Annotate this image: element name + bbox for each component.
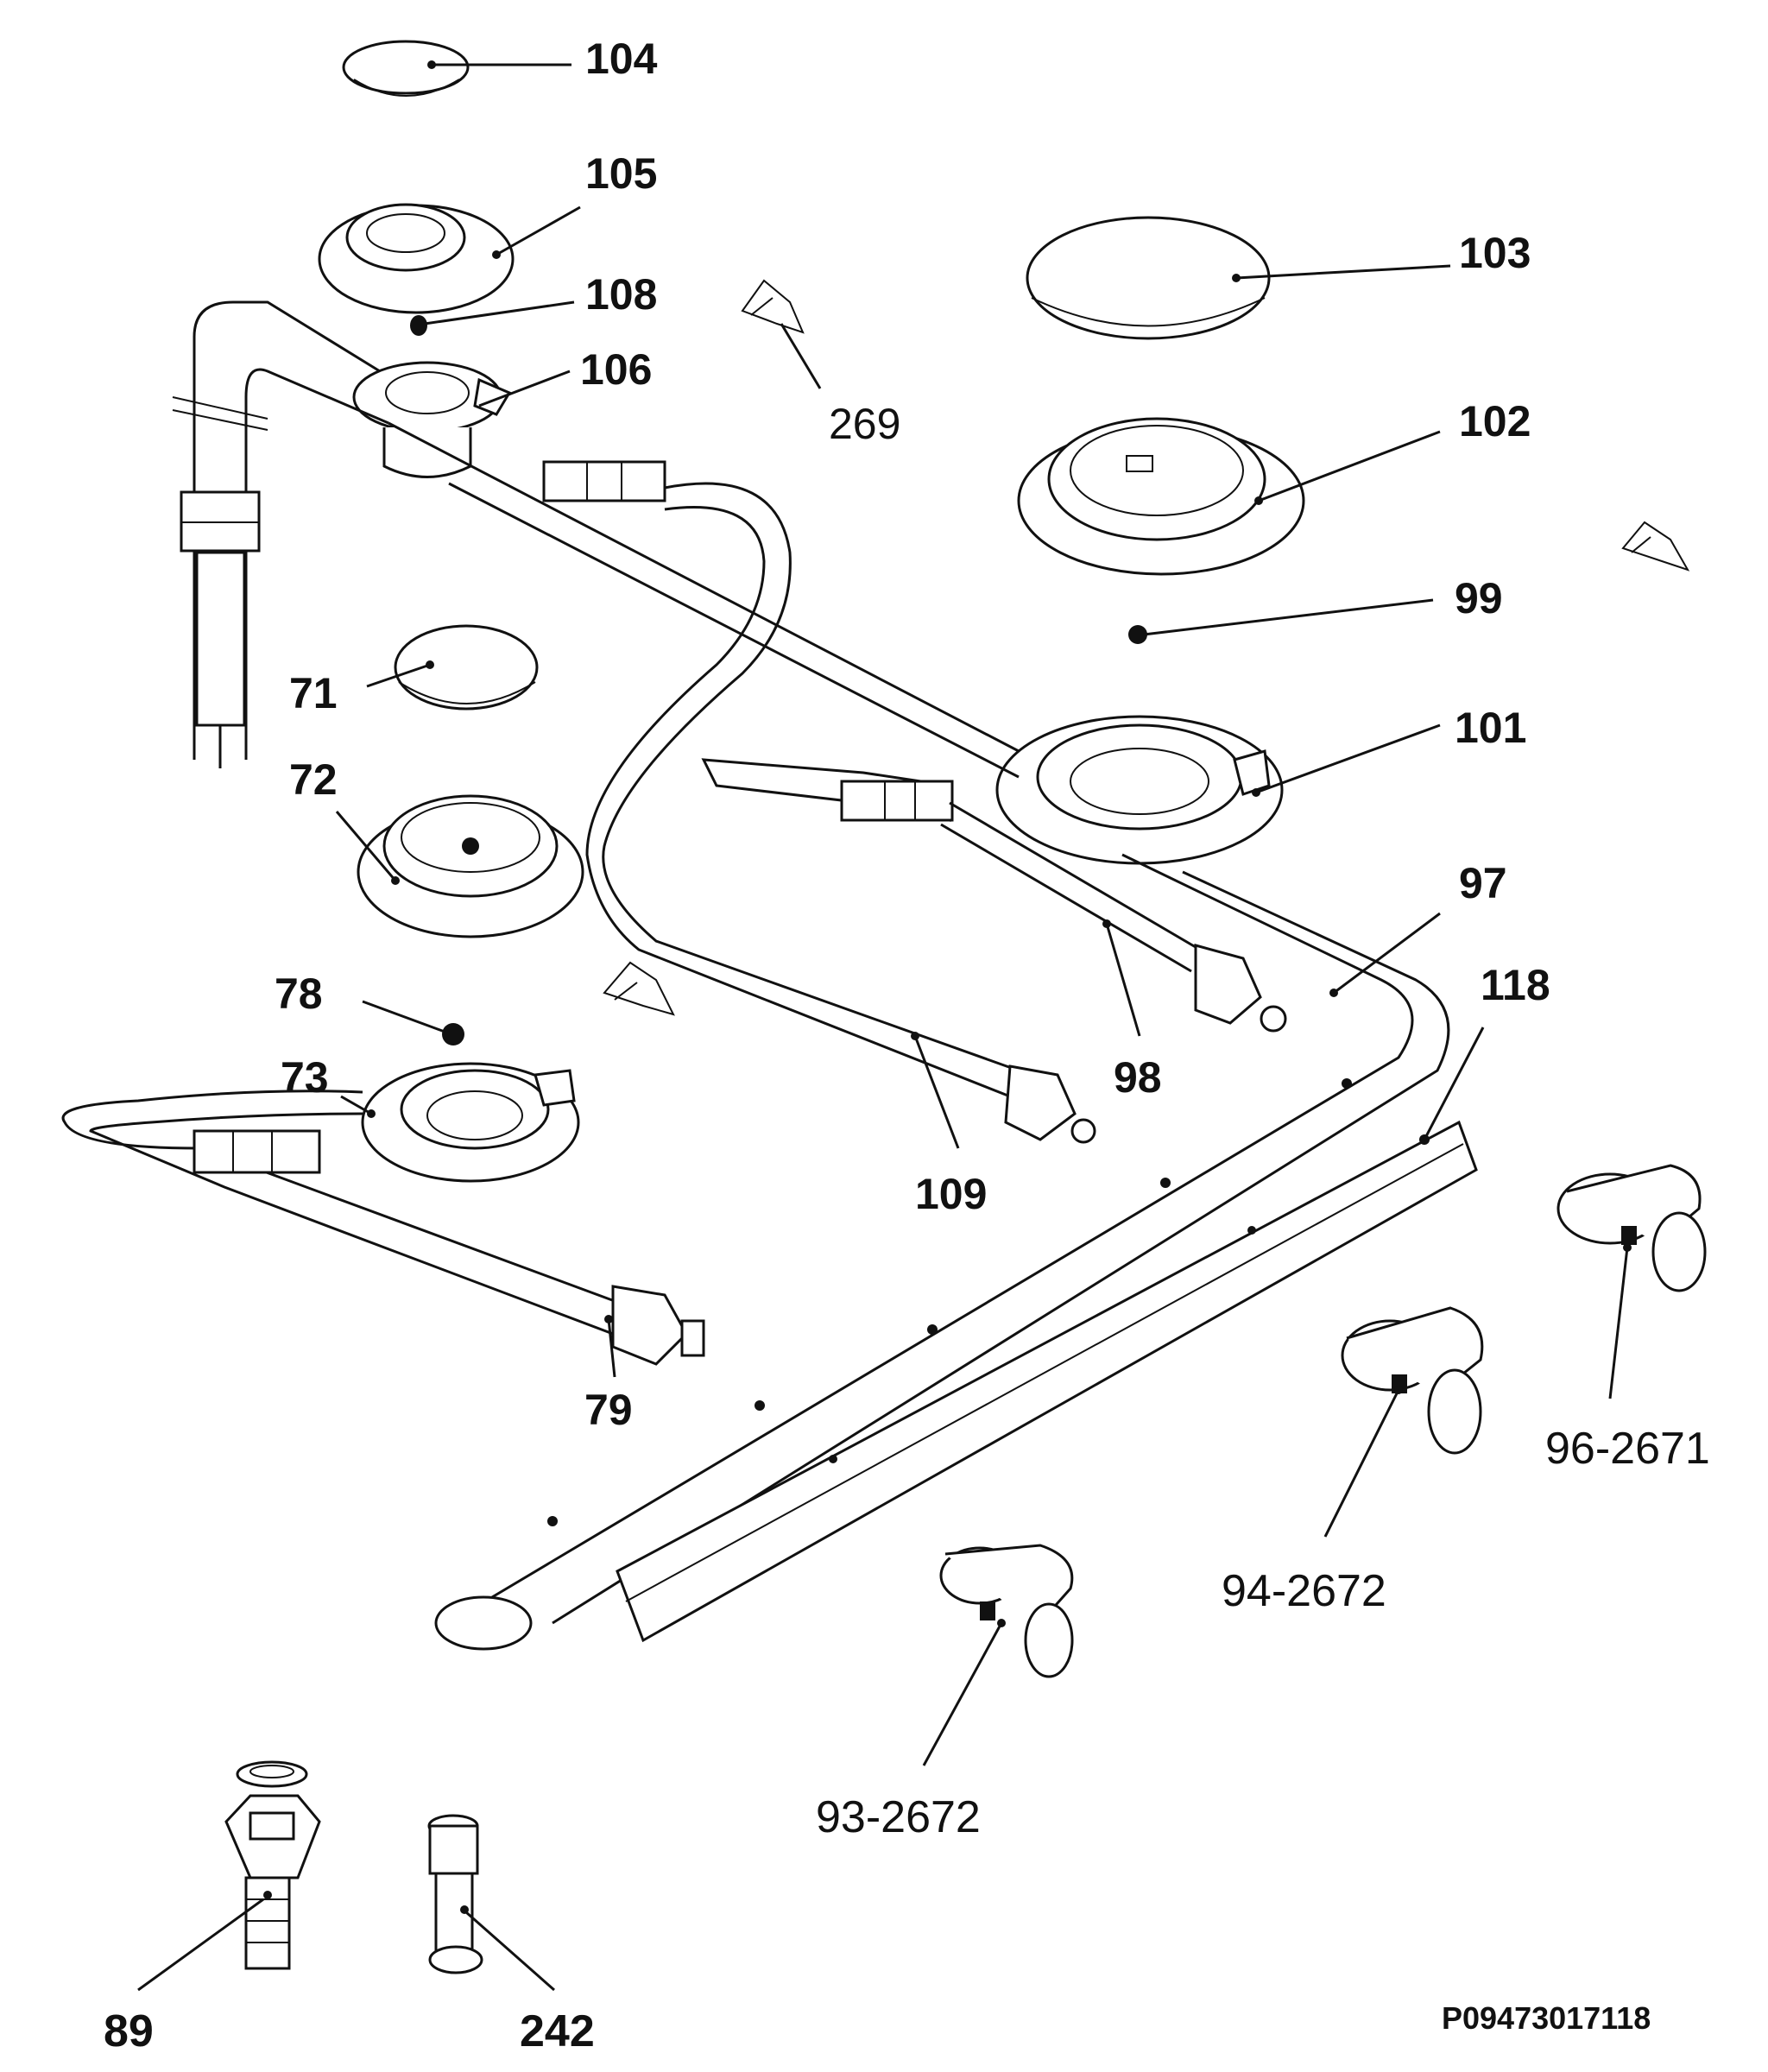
leader-78 (362, 1000, 445, 1033)
injector-78 (442, 1023, 464, 1045)
clip-right (1621, 521, 1690, 572)
leader-71 (366, 663, 431, 688)
valve-94-2672 (1341, 1306, 1484, 1455)
leader-242 (465, 1911, 555, 1992)
label-101: 101 (1455, 704, 1526, 752)
gas-pipe-109 (542, 460, 1096, 1144)
leader-101 (1255, 723, 1441, 794)
leader-79 (607, 1318, 616, 1378)
clip-center (603, 961, 675, 1016)
label-105: 105 (585, 149, 657, 198)
label-118: 118 (1481, 961, 1550, 1009)
rail-118 (616, 1120, 1478, 1643)
leader-96 (1608, 1247, 1629, 1399)
reference-code: P09473017118 (1442, 2000, 1651, 2036)
leader-98 (1105, 923, 1141, 1037)
valve-96-2671 (1556, 1164, 1707, 1292)
label-73: 73 (281, 1053, 329, 1102)
leader-108 (424, 300, 575, 325)
leader-106 (478, 370, 571, 407)
label-106: 106 (580, 345, 652, 394)
burner-cap-71 (394, 624, 539, 711)
leader-94 (1323, 1389, 1400, 1538)
gas-pipe-79 (61, 1090, 705, 1366)
valve-93-2672 (939, 1544, 1074, 1678)
label-72: 72 (289, 755, 338, 804)
injector-108 (410, 315, 427, 336)
leader-105 (496, 205, 581, 256)
injector-89 (224, 1760, 321, 1970)
burner-base-73 (361, 1062, 580, 1183)
leader-93 (922, 1622, 1003, 1766)
label-89: 89 (104, 2006, 154, 2056)
burner-base-101 (995, 715, 1284, 865)
label-102: 102 (1459, 397, 1531, 445)
leader-73 (340, 1095, 372, 1115)
label-108: 108 (585, 270, 657, 319)
leader-97 (1333, 912, 1441, 995)
leader-99 (1143, 598, 1434, 636)
gas-pipe-left (172, 300, 389, 768)
gas-pipe-main (388, 421, 1450, 1651)
burner-crown-105 (318, 203, 515, 314)
label-269: 269 (829, 400, 900, 448)
label-94: 94-2672 (1222, 1566, 1386, 1616)
leader-109 (913, 1035, 960, 1149)
burner-base-106 (352, 361, 512, 478)
label-71: 71 (289, 669, 338, 717)
leader-102 (1258, 430, 1441, 502)
label-79: 79 (584, 1386, 633, 1434)
leader-89 (137, 1898, 264, 1992)
label-103: 103 (1459, 229, 1531, 277)
clip-269 (741, 279, 805, 334)
injector-99 (1128, 625, 1147, 644)
label-93: 93-2672 (816, 1792, 981, 1842)
leader-118 (1423, 1027, 1485, 1140)
leader-269 (780, 323, 822, 389)
label-96: 96-2671 (1545, 1424, 1710, 1474)
label-242: 242 (520, 2006, 595, 2056)
leader-72 (335, 811, 397, 881)
burner-cap-103 (1026, 216, 1271, 340)
burner-crown-102 (1017, 417, 1305, 576)
label-104: 104 (585, 35, 658, 83)
label-98: 98 (1114, 1053, 1162, 1102)
label-78: 78 (275, 970, 323, 1018)
injector-242 (427, 1814, 483, 1974)
label-109: 109 (915, 1170, 987, 1218)
label-99: 99 (1455, 574, 1503, 622)
gas-pipe-98 (701, 758, 1287, 1033)
leader-103 (1235, 264, 1451, 280)
burner-cap-104 (342, 40, 470, 97)
burner-crown-72 (357, 794, 584, 938)
label-97: 97 (1459, 859, 1507, 907)
